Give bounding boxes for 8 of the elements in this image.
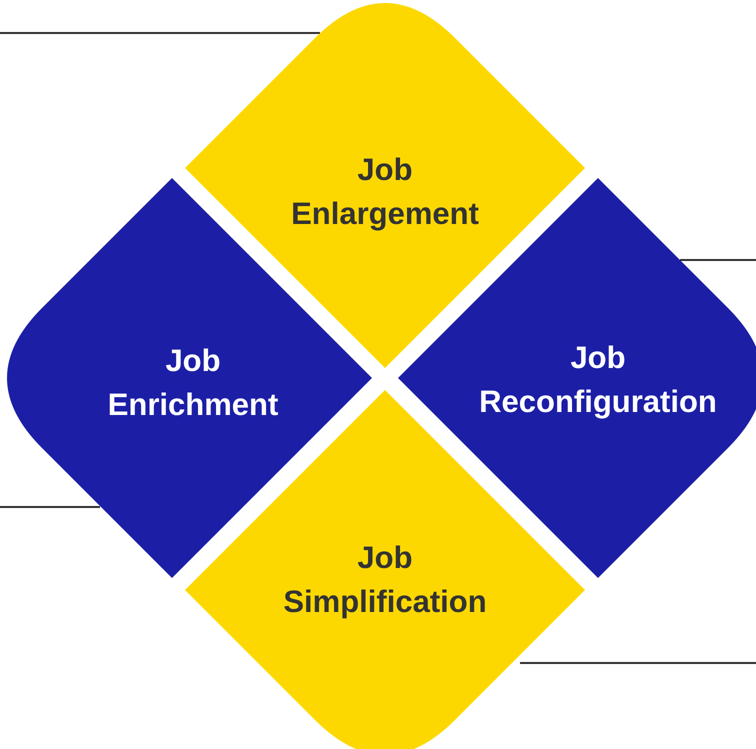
shape-label: Job Reconfiguration (479, 339, 717, 421)
leader-line (680, 259, 756, 261)
leader-line (0, 32, 320, 34)
shape-label: Job Enlargement (291, 151, 479, 233)
leader-line (520, 662, 756, 664)
shape-label: Job Simplification (283, 539, 487, 621)
shape-label: Job Enrichment (108, 342, 278, 424)
leader-line (0, 506, 100, 508)
